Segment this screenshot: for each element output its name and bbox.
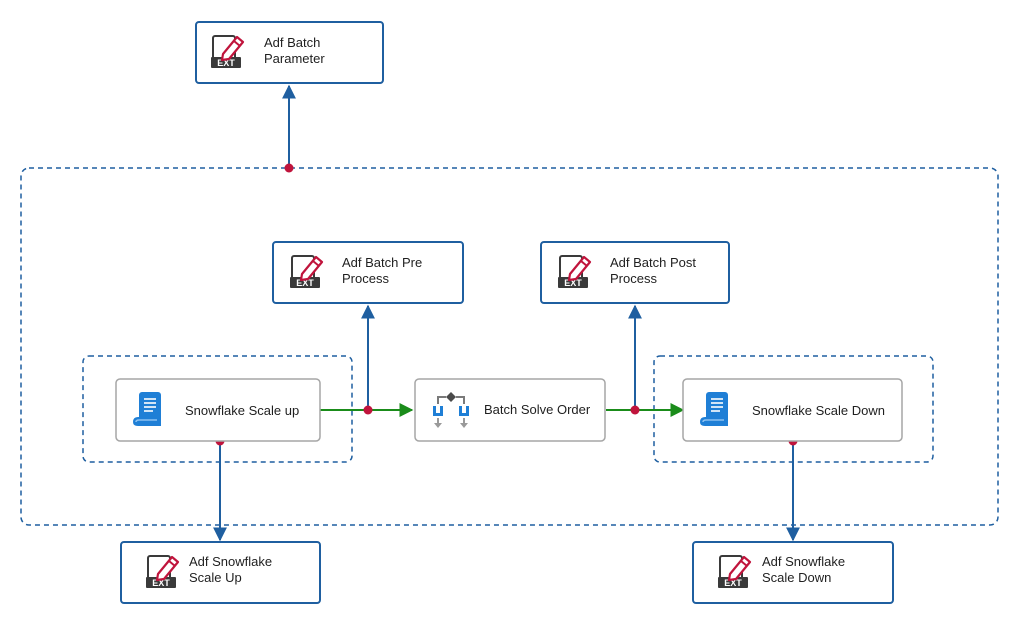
- node-label: Batch Solve Order: [484, 402, 591, 417]
- node-snowflake-scale-up[interactable]: Snowflake Scale up: [115, 378, 321, 442]
- node-adf-snowflake-scale-down[interactable]: Adf Snowflake Scale Down: [692, 541, 894, 604]
- node-snowflake-scale-down[interactable]: Snowflake Scale Down: [682, 378, 903, 442]
- node-label-line1: Adf Snowflake: [762, 554, 845, 569]
- node-adf-snowflake-scale-up[interactable]: Adf Snowflake Scale Up: [120, 541, 321, 604]
- scale-up-container: [82, 355, 353, 463]
- node-label: Snowflake Scale Down: [752, 403, 885, 418]
- node-label: Snowflake Scale up: [185, 403, 299, 418]
- node-label-line2: Process: [610, 271, 657, 286]
- outer-container: [20, 167, 999, 526]
- node-label-line2: Scale Down: [762, 570, 831, 585]
- edges: [213, 84, 800, 542]
- connector-dot[interactable]: [284, 163, 294, 173]
- node-label-line1: Adf Batch Pre: [342, 255, 422, 270]
- node-adf-batch-pre-process[interactable]: Adf Batch Pre Process: [272, 241, 464, 304]
- node-label-line2: Scale Up: [189, 570, 242, 585]
- node-batch-solve-order[interactable]: Batch Solve Order: [414, 378, 606, 442]
- node-label-line2: Parameter: [264, 51, 325, 66]
- connector-dot[interactable]: [630, 405, 640, 415]
- node-adf-batch-parameter[interactable]: Adf Batch Parameter: [195, 21, 384, 84]
- node-label-line1: Adf Snowflake: [189, 554, 272, 569]
- connector-dot[interactable]: [363, 405, 373, 415]
- node-label-line1: Adf Batch: [264, 35, 320, 50]
- node-adf-batch-post-process[interactable]: Adf Batch Post Process: [540, 241, 730, 304]
- node-label-line2: Process: [342, 271, 389, 286]
- node-label-line1: Adf Batch Post: [610, 255, 696, 270]
